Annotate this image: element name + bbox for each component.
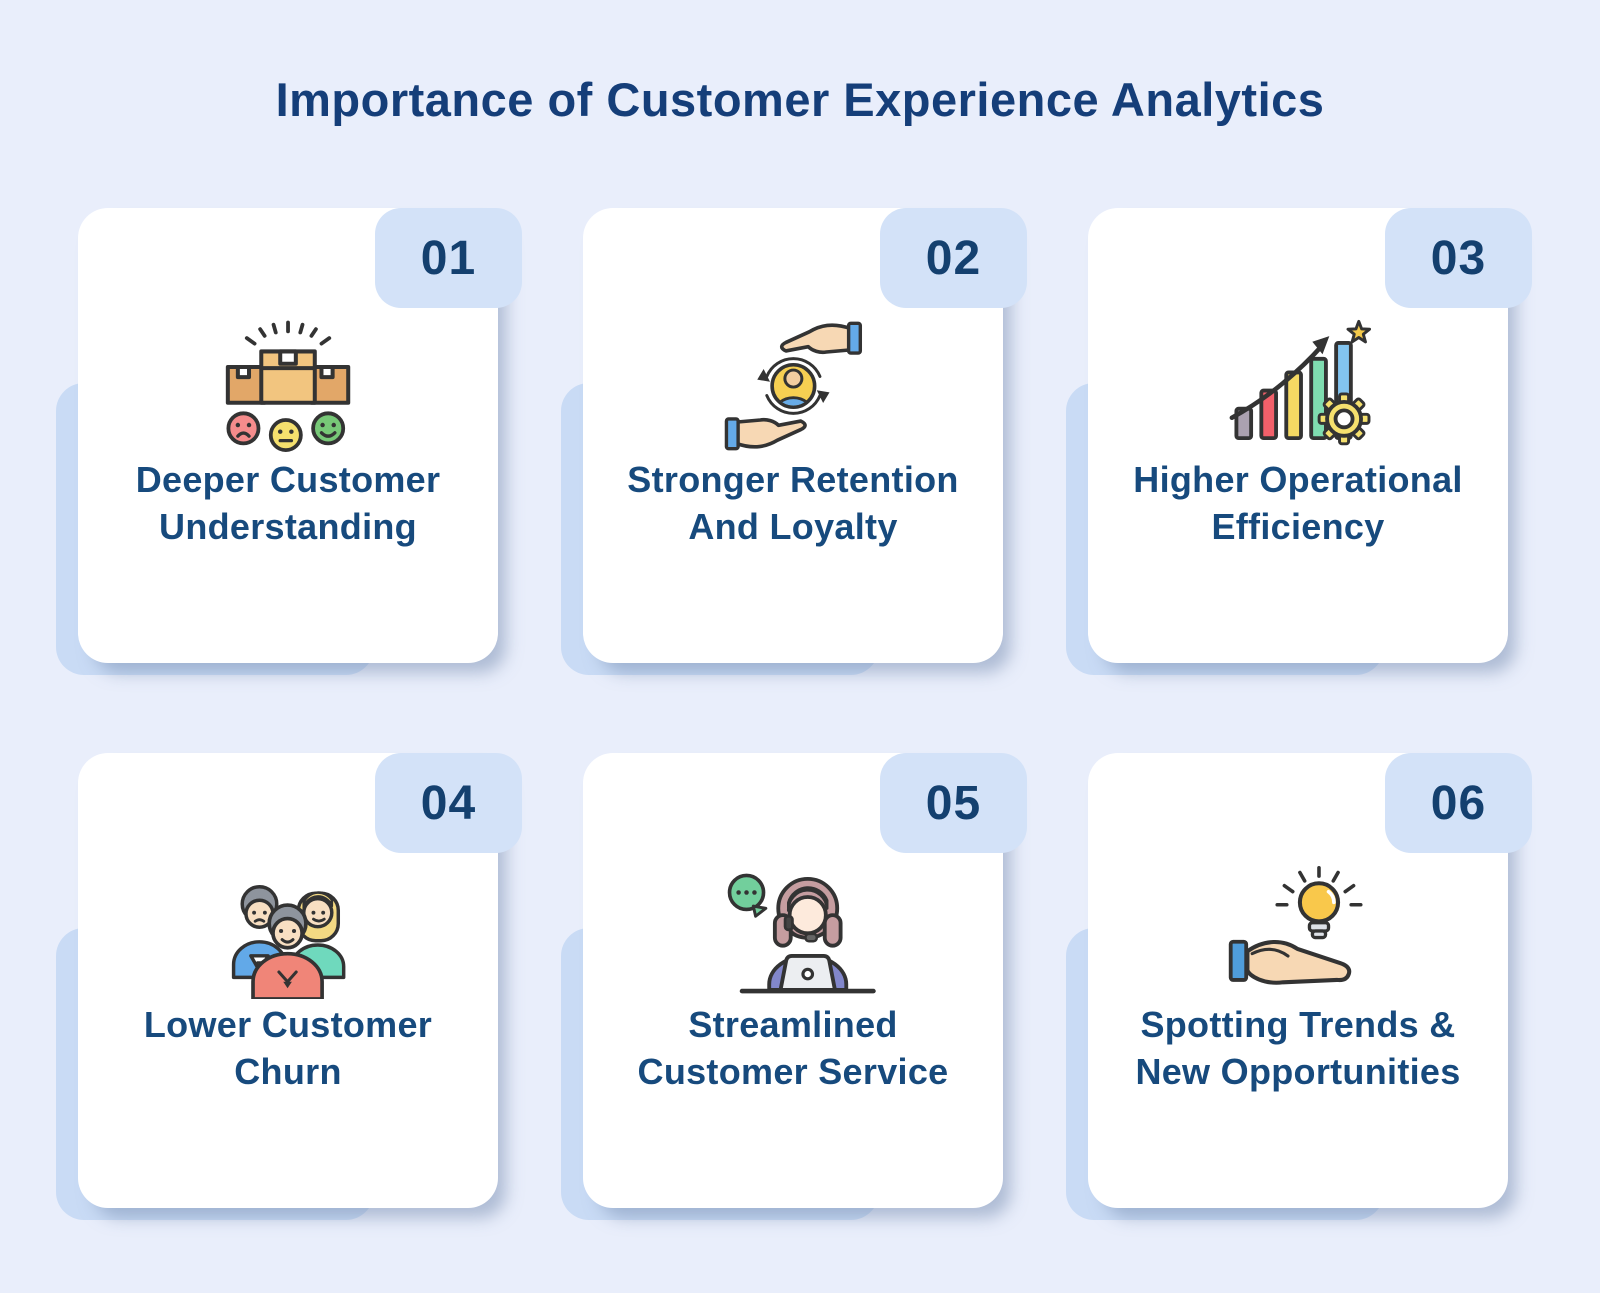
card-number-badge: 04 [375, 753, 522, 853]
page-title: Importance of Customer Experience Analyt… [275, 73, 1325, 126]
hand-lightbulb-icon [1229, 865, 1364, 985]
card-lower-customer-churn: 04 [56, 753, 522, 1220]
card-stronger-retention-loyalty: 02 [561, 208, 1027, 675]
card-number-badge: 01 [375, 208, 522, 308]
card-higher-operational-efficiency: 03 [1066, 208, 1532, 675]
card-deeper-customer-understanding: 01 [56, 208, 522, 675]
card-spotting-trends-opportunities: 06 [1066, 753, 1532, 1220]
card-number-badge: 03 [1385, 208, 1532, 308]
card: 06 [1088, 753, 1532, 1208]
card: 03 [1088, 208, 1532, 663]
card: 02 [583, 208, 1027, 663]
card-label: Spotting Trends &New Opportunities [1135, 1004, 1461, 1092]
card: 04 [78, 753, 522, 1208]
card-number-badge: 06 [1385, 753, 1532, 853]
support-agent-icon [727, 873, 876, 994]
card-number-badge: 05 [880, 753, 1027, 853]
caring-hands-customer-icon [724, 321, 862, 451]
card-number-badge: 02 [880, 208, 1027, 308]
card: 01 [78, 208, 522, 663]
customer-group-icon [232, 885, 346, 999]
card: 05 [583, 753, 1027, 1208]
growth-chart-gear-icon [1230, 319, 1372, 446]
feedback-boxes-icon [225, 320, 351, 452]
card-streamlined-customer-service: 05 [561, 753, 1027, 1220]
